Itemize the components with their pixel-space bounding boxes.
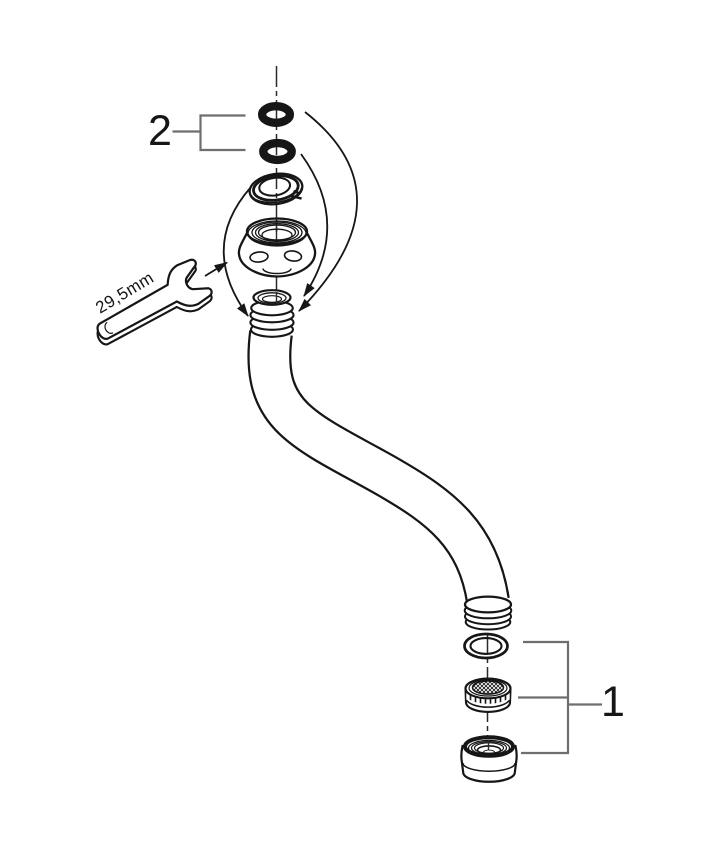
pipe-outlet-threads: [463, 595, 513, 631]
aerator-mesh: [471, 680, 505, 695]
wrench-arrow: [204, 261, 228, 277]
spout-pipe: [247, 330, 510, 605]
wrench-icon: [87, 255, 216, 360]
pipe-inlet-threads: [249, 289, 295, 338]
o-ring-upper: [257, 102, 295, 127]
callout-1-bracket: [518, 640, 602, 755]
callout-2-bracket: [172, 114, 246, 152]
callout-1-label: 1: [601, 678, 625, 726]
o-ring-lower: [259, 138, 296, 165]
assembly-arc-right-outer: [298, 111, 358, 312]
coupling-nut: [237, 217, 317, 278]
aerator-housing: [460, 735, 518, 783]
assembly-arc-right-inner: [300, 153, 329, 297]
assembly-arc-left: [222, 186, 252, 317]
flat-gasket: [463, 632, 509, 660]
slide-washer: [248, 172, 304, 206]
aerator-insert: [464, 677, 512, 713]
callout-2-label: 2: [148, 107, 172, 155]
